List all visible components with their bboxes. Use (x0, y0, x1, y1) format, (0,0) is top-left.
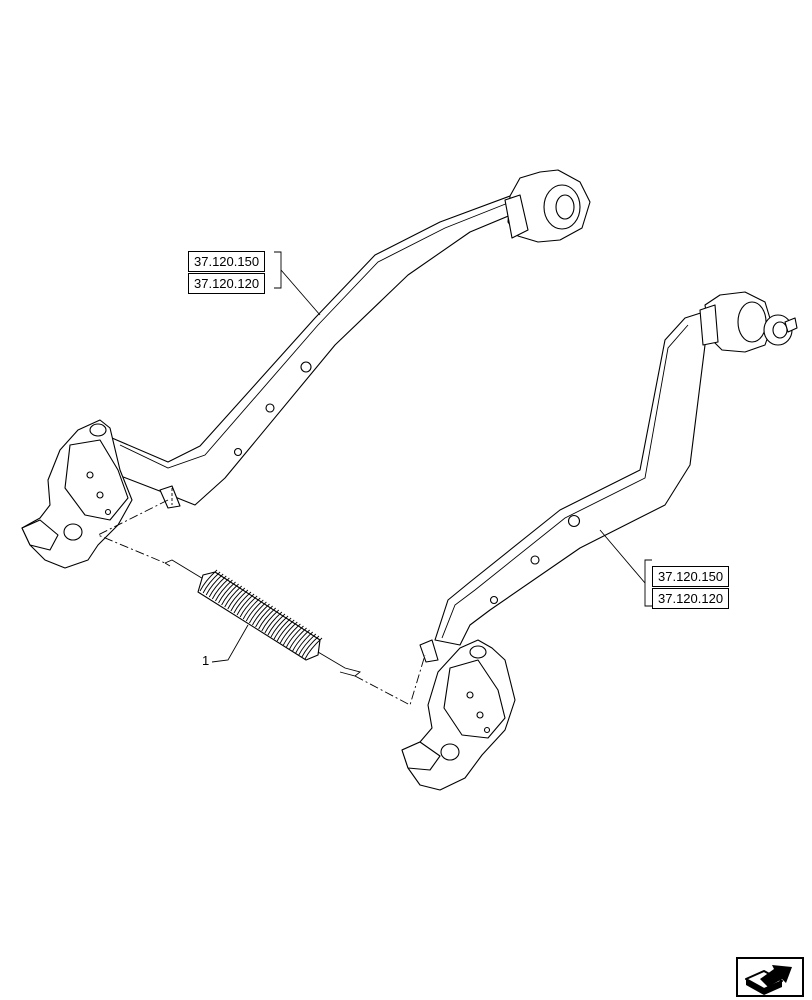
spring-coil (292, 629, 310, 652)
right-lower-link-arm (401, 291, 798, 791)
left-arm-ref-1[interactable]: 37.120.150 (188, 251, 266, 272)
next-page-arrow-icon[interactable] (736, 957, 804, 997)
spring-coil (221, 583, 239, 606)
spring-coil (289, 627, 307, 650)
spring-coil (230, 589, 249, 612)
spring-coil (276, 619, 295, 642)
spring-coil (252, 603, 270, 626)
spring-coil (227, 587, 246, 610)
spring-coil (301, 635, 320, 658)
spring-coil (267, 613, 286, 636)
spring-coil (279, 621, 298, 644)
spring-coil (211, 577, 230, 600)
spring-coil (224, 585, 243, 608)
spring-coil (273, 617, 292, 640)
leader-lines (211, 251, 652, 663)
spring-coil (199, 569, 218, 592)
spring-coil (233, 591, 252, 614)
spring-coil (295, 631, 314, 654)
spring-coil (304, 637, 323, 660)
spring-callout: 1 (202, 653, 210, 668)
spring-coil (298, 633, 317, 656)
spring-coil (264, 611, 283, 634)
spring-coil (208, 575, 227, 598)
spring-coil (270, 615, 289, 638)
tension-spring (164, 559, 361, 677)
spring-coil (286, 625, 304, 648)
spring-coil (261, 609, 280, 632)
assembly-lines (96, 488, 426, 706)
spring-coil (255, 605, 273, 628)
spring-coil (218, 581, 236, 604)
spring-coil (282, 623, 301, 646)
spring-coil (242, 597, 261, 620)
left-lower-link-arm (21, 169, 591, 569)
right-arm-ref-2[interactable]: 37.120.120 (652, 588, 730, 609)
spring-coil (202, 571, 221, 594)
spring-coil (236, 593, 255, 616)
spring-coil (258, 607, 276, 630)
spring-coil (245, 599, 264, 622)
spring-coil (239, 595, 258, 618)
right-arm-ref-1[interactable]: 37.120.150 (652, 566, 730, 587)
left-arm-ref-2[interactable]: 37.120.120 (188, 273, 266, 294)
spring-coil (215, 579, 233, 602)
spring-coil (249, 601, 267, 624)
spring-coil (205, 573, 224, 596)
spring-coils (199, 569, 323, 660)
